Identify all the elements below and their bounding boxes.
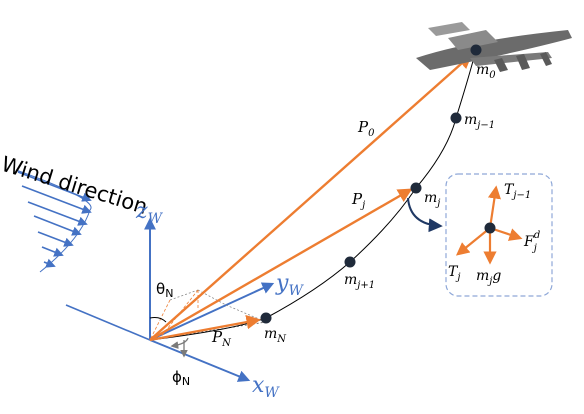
mN-subscript: N [276,334,287,345]
mj-plus-1-subscript: j+1 [355,280,375,291]
Pj-label: Pj [351,190,365,211]
y-axis-label: yW [275,271,304,299]
z-axis-subscript: W [148,211,164,227]
T-jm1-subscript: j−1 [511,190,531,201]
Tj-label: Tj [448,264,460,283]
phi-label: ϕN [172,368,190,388]
mass-mj-plus-1 [344,256,356,268]
wind-arrow [41,246,64,257]
phi-arc [170,337,189,349]
theta-label: θN [156,280,173,300]
mj-minus-1-label: mj−1 [464,112,495,131]
T-jm1-label: Tj−1 [504,182,531,201]
inset-pointer-arrow [407,197,443,233]
m0-subscript: 0 [489,70,496,81]
Pj-subscript: j [360,200,365,211]
ground-line [65,304,151,341]
force-T-jm1 [487,185,501,229]
theta-arc [149,317,167,323]
P0-subscript: 0 [368,128,375,139]
force-diagram [455,185,523,265]
vector-Pj [149,188,413,342]
PN-subscript: N [221,338,232,349]
inset-mass [484,222,496,234]
theta-subscript: N [165,287,173,300]
Fd-label: Fjd [523,230,540,254]
mjg-label: mjg [476,268,501,287]
P0-label: P0 [357,118,375,139]
wind-arrow [43,258,56,268]
wind-arrows [15,169,92,273]
m0-label: m0 [476,62,496,81]
mass-mj-minus-1 [450,112,462,124]
aircraft-icon [416,22,572,72]
mass-m0 [470,44,482,56]
wind-arrow [17,171,92,202]
vector-P0 [149,54,473,341]
Fd-subscript: j [532,243,537,254]
mjg-subscript: j [487,276,492,287]
y-axis [149,282,275,341]
mj-subscript: j [435,198,440,209]
Tj-subscript: j [455,272,460,283]
z-axis-label: zW [135,199,164,227]
x-axis [149,339,251,382]
force-inset-box [445,173,553,297]
phi-subscript: N [182,375,190,388]
mN-label: mN [264,326,287,345]
wind-arrow [37,231,74,247]
y-axis-subscript: W [288,283,304,299]
mass-mN [260,312,272,324]
x-axis-label: xW [252,373,280,401]
mj-minus-1-subscript: j−1 [475,120,495,131]
vector-PN [149,315,261,342]
mj-plus-1-label: mj+1 [344,272,375,291]
force-Tj [455,227,491,256]
PN-label: PN [211,328,232,349]
mj-label: mj [424,190,440,209]
x-axis-subscript: W [264,385,280,401]
mass-mj [410,182,422,194]
mjg-g: g [492,268,501,284]
wind-arrow [27,201,88,226]
wind-arrow [33,215,82,236]
Fd-superscript: d [534,230,540,241]
wind-arrow [21,185,92,214]
